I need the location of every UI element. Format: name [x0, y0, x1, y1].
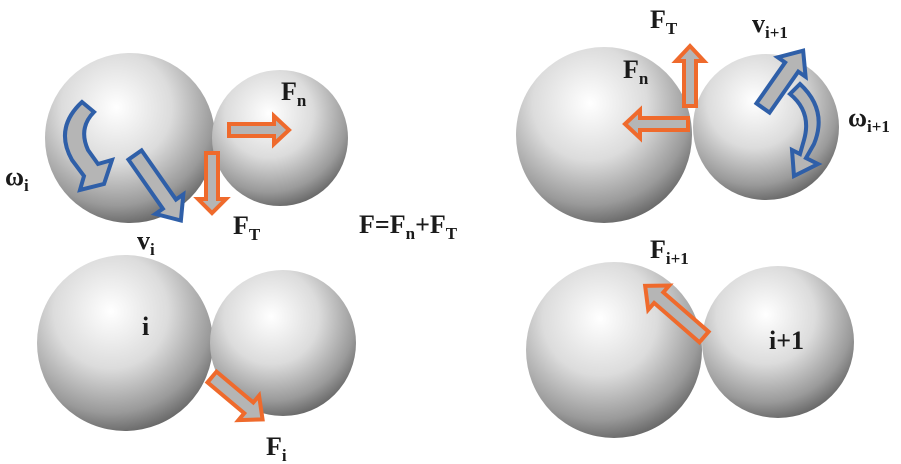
label-fn-top-left: Fn — [281, 77, 307, 110]
tangential-force-arrow-top-right — [671, 43, 709, 108]
normal-force-arrow-top-left — [227, 111, 292, 149]
label-omega-i: ωi — [5, 162, 29, 195]
label-v-i: vi — [137, 226, 155, 259]
label-particle-i: i — [142, 312, 149, 341]
label-f-i-plus-1: Fi+1 — [650, 235, 689, 268]
sphere-i-bottom — [37, 255, 213, 431]
normal-force-arrow-top-right — [622, 105, 690, 143]
label-ft-top-left: FT — [233, 211, 261, 244]
force-sum-equation: F=Fn+FT — [359, 210, 458, 243]
label-f-i: Fi — [266, 432, 287, 464]
sphere-i-plus-1-bottom — [702, 266, 854, 418]
sphere-neighbor-bottom-left — [210, 270, 356, 416]
sphere-neighbor-top-right — [516, 47, 692, 223]
velocity-arrow-top-right — [753, 48, 808, 116]
velocity-arrow-top-left — [125, 147, 186, 224]
sphere-neighbor-bottom-right — [526, 262, 702, 438]
label-particle-i-plus-1: i+1 — [769, 326, 804, 355]
label-fn-top-right: Fn — [623, 55, 649, 88]
force-arrow-bottom-right — [642, 283, 712, 346]
label-ft-top-right: FT — [650, 5, 678, 38]
tangential-force-arrow-top-left — [193, 151, 231, 216]
label-v-i-plus-1: vi+1 — [752, 9, 788, 42]
rotation-arrow-omega-i — [63, 99, 116, 193]
force-arrow-bottom-left — [204, 368, 265, 423]
rotation-arrow-omega-i-plus-1 — [787, 81, 823, 180]
label-omega-i-plus-1: ωi+1 — [848, 103, 890, 136]
